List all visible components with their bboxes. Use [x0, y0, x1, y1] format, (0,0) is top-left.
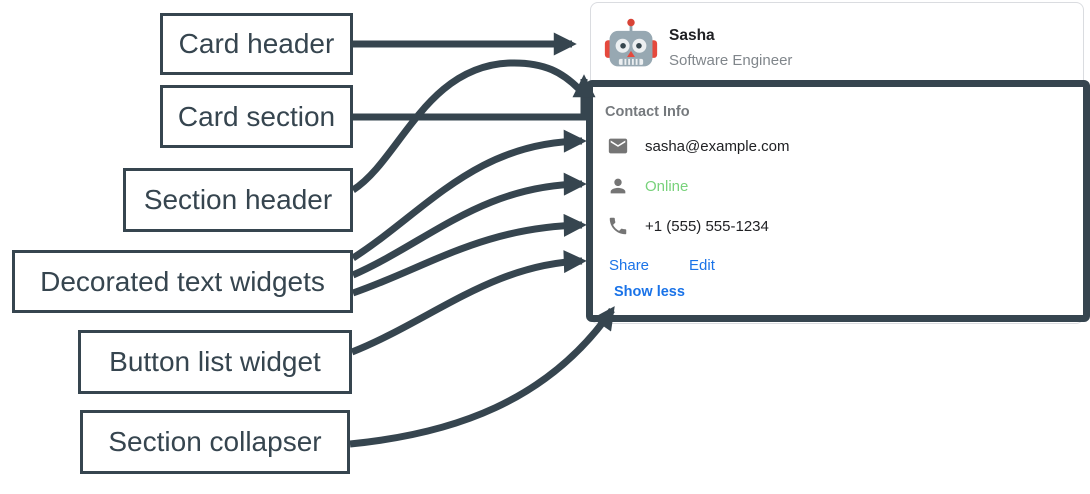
arrow-decorated-text-email [351, 129, 587, 261]
arrow-decorated-text-online [351, 172, 587, 279]
arrow-section-header [351, 59, 582, 193]
contact-card: Sasha Software Engineer Contact Info sas… [590, 2, 1084, 324]
arrow-decorated-text-phone [351, 213, 587, 297]
status-text: Online [645, 177, 689, 195]
label-section-header: Section header [123, 168, 353, 232]
section-header-title: Contact Info [605, 104, 690, 120]
card-header-name: Sasha [669, 27, 715, 44]
label-text: Decorated text widgets [40, 265, 325, 297]
decorated-text-status-row: Online [607, 175, 688, 197]
edit-button[interactable]: Edit [689, 257, 715, 274]
label-card-header: Card header [160, 13, 353, 75]
label-text: Section collapser [108, 426, 322, 457]
email-icon [608, 138, 628, 154]
arrow-button-list [350, 250, 587, 356]
label-text: Card section [177, 100, 336, 132]
robot-avatar [604, 18, 658, 67]
button-list-widget: Share Edit [609, 257, 715, 274]
label-text: Section header [143, 184, 333, 215]
label-text: Button list widget [109, 346, 321, 377]
label-decorated-text-widgets: Decorated text widgets [12, 250, 353, 313]
label-section-collapser: Section collapser [80, 410, 350, 474]
card-header-role: Software Engineer [669, 52, 793, 69]
arrow-section-collapser [349, 306, 615, 448]
person-icon [610, 178, 626, 194]
share-button[interactable]: Share [609, 257, 650, 274]
decorated-text-phone-row: +1 (555) 555-1234 [607, 215, 769, 237]
decorated-text-email-row: sasha@example.com [607, 135, 789, 157]
phone-icon [609, 217, 627, 235]
phone-text: +1 (555) 555-1234 [645, 217, 769, 235]
email-text: sasha@example.com [645, 137, 790, 155]
label-text: Card header [178, 28, 335, 59]
label-card-section: Card section [160, 85, 353, 148]
arrow-card-section [353, 74, 596, 121]
show-less-button[interactable]: Show less [614, 284, 685, 300]
label-button-list-widget: Button list widget [78, 330, 352, 394]
